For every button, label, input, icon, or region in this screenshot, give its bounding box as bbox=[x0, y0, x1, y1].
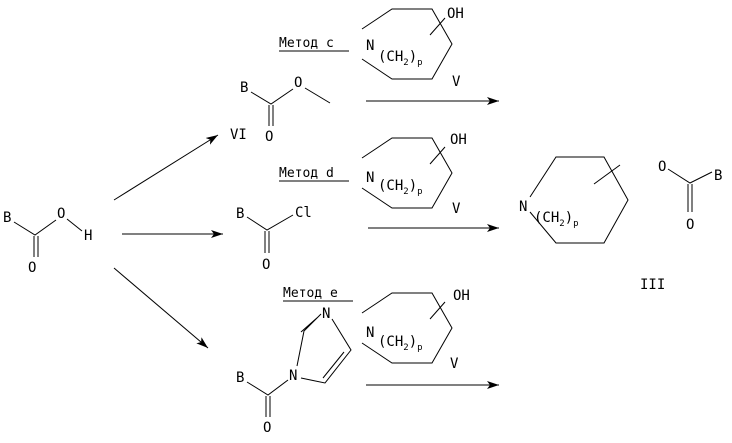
imidazole-atom-n3: N bbox=[322, 306, 330, 322]
acid-bonds bbox=[14, 219, 82, 257]
acid-chloride: B Cl O bbox=[236, 205, 312, 273]
chloride-atom-b: B bbox=[236, 206, 244, 222]
acid-atom-b: B bbox=[3, 210, 11, 226]
reagent-d-atom-oh: OH bbox=[450, 132, 467, 148]
compound-label-v-method-c: V bbox=[452, 74, 461, 90]
ester-atom-o-carbonyl: O bbox=[265, 129, 273, 145]
reagent-c-atom-n: N bbox=[366, 38, 374, 54]
reagent-d-oh-bond bbox=[430, 147, 445, 164]
starting-acid: B O H O bbox=[3, 206, 92, 276]
chloride-bonds bbox=[247, 215, 293, 253]
methyl-ester: B O O bbox=[240, 75, 330, 145]
chloride-atom-o: O bbox=[262, 257, 270, 273]
product-atom-n: N bbox=[519, 199, 527, 215]
chloride-atom-cl: Cl bbox=[295, 205, 312, 221]
acid-atom-o-carbonyl: O bbox=[28, 260, 36, 276]
method-d-text: Метод d bbox=[279, 166, 334, 181]
product-ester-bond bbox=[594, 165, 620, 184]
reagent-e-atom-oh: OH bbox=[453, 288, 470, 304]
method-d-label: Метод d bbox=[279, 166, 349, 181]
compound-label-vi: VI bbox=[230, 127, 247, 143]
reagent-v-method-d: OH N (CH2)p bbox=[362, 132, 467, 208]
imidazolide-bonds bbox=[247, 314, 351, 417]
product-acyl-bonds bbox=[668, 169, 712, 212]
arrow-to-ester bbox=[114, 135, 218, 200]
imidazolide-atom-o: O bbox=[263, 420, 271, 436]
compound-label-iii: III bbox=[640, 277, 665, 293]
reagent-v-method-e: OH N (CH2)p bbox=[362, 288, 470, 363]
method-e-label: Метод e bbox=[283, 286, 353, 301]
product-atom-o-carbonyl: O bbox=[686, 217, 694, 233]
acyl-imidazole: B O N N bbox=[236, 306, 351, 436]
ester-atom-b: B bbox=[240, 80, 248, 96]
product-atom-b: B bbox=[714, 168, 722, 184]
reagent-c-ring bbox=[362, 9, 452, 79]
method-c-label: Метод c bbox=[279, 36, 349, 51]
reagent-e-oh-bond bbox=[430, 302, 445, 319]
method-c-text: Метод c bbox=[279, 36, 334, 51]
reagent-c-atom-oh: OH bbox=[447, 6, 464, 22]
product-bridge: (CH2)p bbox=[534, 210, 579, 229]
reagent-e-bridge: (CH2)p bbox=[378, 334, 423, 353]
acid-atom-h: H bbox=[84, 228, 92, 244]
acid-atom-o-hydroxyl: O bbox=[57, 206, 65, 222]
reagent-e-atom-n: N bbox=[366, 325, 374, 341]
compound-label-v-method-d: V bbox=[452, 201, 461, 217]
reagent-c-bridge: (CH2)p bbox=[378, 49, 423, 68]
reagent-v-method-c: OH N (CH2)p bbox=[362, 6, 464, 79]
ester-atom-o-methoxy: O bbox=[294, 75, 302, 91]
product-atom-o-ester: O bbox=[658, 159, 666, 175]
reagent-d-ring bbox=[362, 138, 452, 208]
method-e-text: Метод e bbox=[283, 286, 338, 301]
imidazolide-atom-b: B bbox=[236, 370, 244, 386]
product-iii: N (CH2)p O B O bbox=[519, 157, 722, 243]
arrow-to-imidazolide bbox=[114, 268, 208, 348]
reagent-d-atom-n: N bbox=[366, 170, 374, 186]
reagent-c-oh-bond bbox=[430, 18, 445, 35]
ester-bonds bbox=[251, 88, 330, 126]
compound-label-v-method-e: V bbox=[450, 356, 459, 372]
reagent-d-bridge: (CH2)p bbox=[378, 178, 423, 197]
imidazole-atom-n1: N bbox=[289, 368, 297, 384]
